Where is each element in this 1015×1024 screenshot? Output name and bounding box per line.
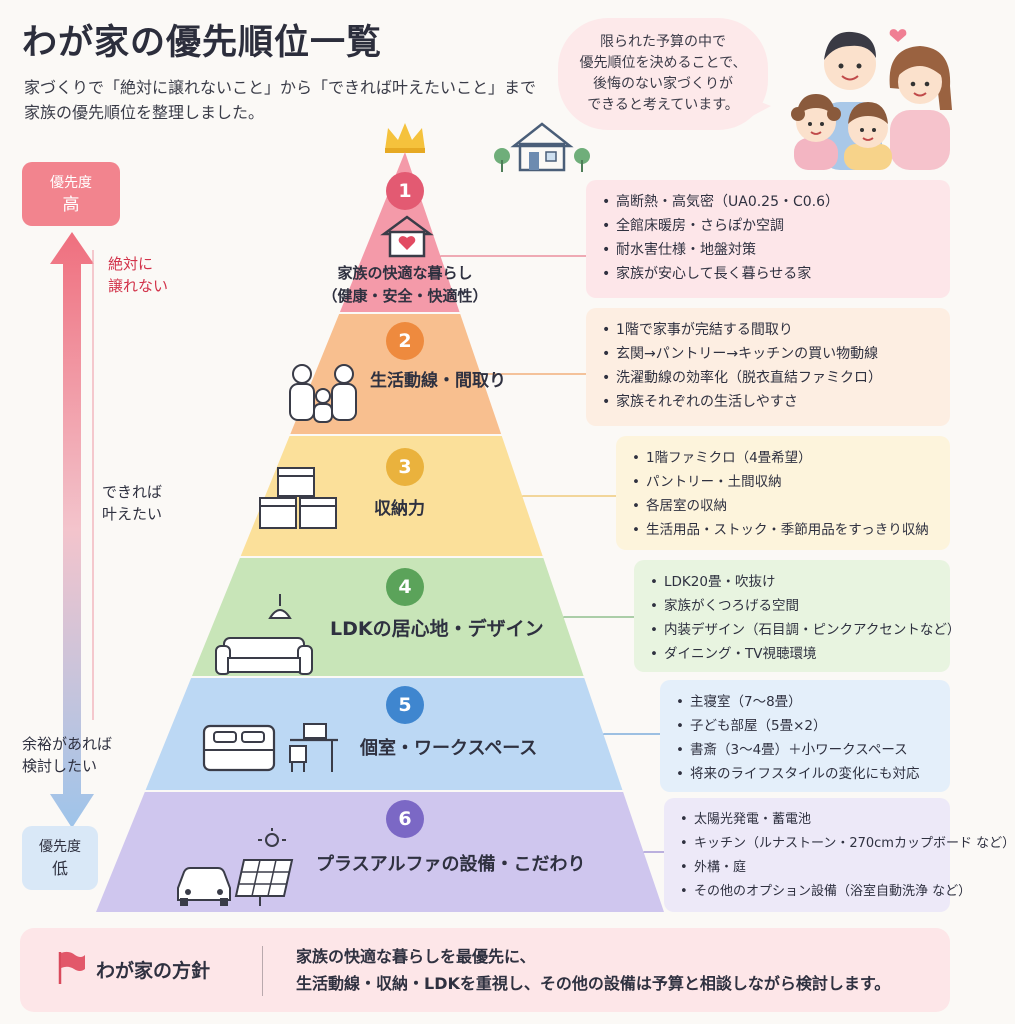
detail-item: 家族が安心して長く暮らせる家 xyxy=(600,262,936,286)
possible-label: できれば 叶えたい xyxy=(102,481,162,525)
detail-item: LDK20畳・吹抜け xyxy=(648,570,936,594)
possible-label-line: 叶えたい xyxy=(102,505,163,523)
optional-label: 余裕があれば 検討したい xyxy=(22,733,112,777)
possible-label-line: できれば xyxy=(102,483,163,501)
detail-item: 全館床暖房・さらぽか空調 xyxy=(600,214,936,238)
level-title-5: 個室・ワークスペース xyxy=(360,734,537,760)
level-title-1: 家族の快適な暮らし （健康・安全・快適性） xyxy=(315,262,495,308)
level-number-3: 3 xyxy=(386,448,424,486)
detail-item: 生活用品・ストック・季節用品をすっきり収納 xyxy=(630,518,936,542)
subtitle-line: 家族の優先順位を整理しました。 xyxy=(24,103,265,122)
bracket-line xyxy=(92,250,94,720)
level-title-line: 家族の快適な暮らし xyxy=(337,264,473,282)
detail-item: キッチン（ルナストーン・270cmカップボード など） xyxy=(678,832,1015,856)
policy-text: 家族の快適な暮らしを最優先に、 生活動線・収納・LDKを重視し、その他の設備は予… xyxy=(296,943,890,997)
level-detail-box-3: 1階ファミクロ（4畳希望）パントリー・土間収納各居室の収納生活用品・ストック・季… xyxy=(616,436,950,550)
absolute-label: 絶対に 譲れない xyxy=(108,253,168,297)
subtitle-line: 家づくりで「絶対に譲れないこと」から「できれば叶えたいこと」まで xyxy=(24,78,537,97)
detail-item: 1階で家事が完結する間取り xyxy=(600,318,936,342)
detail-item: 各居室の収納 xyxy=(630,494,936,518)
bubble-line: 後悔のない家づくりが xyxy=(593,76,733,92)
level-title-line: プラスアルファの設備・こだわり xyxy=(316,854,586,875)
level-title-line: LDKの居心地・デザイン xyxy=(330,618,544,640)
detail-item: ダイニング・TV視聴環境 xyxy=(648,642,936,666)
car-solar-icon xyxy=(172,828,302,912)
priority-pyramid xyxy=(96,152,664,912)
level-number-2: 2 xyxy=(386,322,424,360)
priority-high-badge: 優先度 高 xyxy=(22,162,120,226)
level-number-4: 4 xyxy=(386,568,424,606)
level-number-6: 6 xyxy=(386,800,424,838)
detail-item: 家族がくつろげる空間 xyxy=(648,594,936,618)
detail-item: 主寝室（7〜8畳） xyxy=(674,690,936,714)
priority-high-line1: 優先度 xyxy=(50,175,92,191)
detail-item: 高断熱・高気密（UA0.25・C0.6） xyxy=(600,190,936,214)
detail-item: 耐水害仕様・地盤対策 xyxy=(600,238,936,262)
house-trees-icon xyxy=(494,122,590,172)
flag-icon xyxy=(58,951,85,984)
page-subtitle: 家づくりで「絶対に譲れないこと」から「できれば叶えたいこと」まで 家族の優先順位… xyxy=(24,75,536,125)
optional-label-line: 検討したい xyxy=(22,757,98,775)
policy-box xyxy=(20,928,950,1012)
level-title-line: （健康・安全・快適性） xyxy=(322,287,488,305)
detail-item: 将来のライフスタイルの変化にも対応 xyxy=(674,762,936,786)
priority-low-badge: 優先度 低 xyxy=(22,826,98,890)
pyramid-band-6 xyxy=(96,792,664,912)
level-title-line: 個室・ワークスペース xyxy=(360,738,538,759)
level-number-1: 1 xyxy=(386,172,424,210)
level-title-line: 収納力 xyxy=(374,499,425,519)
bed-desk-icon xyxy=(200,716,340,780)
priority-gradient-arrow xyxy=(50,232,94,828)
level-number-5: 5 xyxy=(386,686,424,724)
page-title: わが家の優先順位一覧 xyxy=(22,23,383,63)
detail-item: 家族それぞれの生活しやすさ xyxy=(600,390,936,414)
level-detail-box-1: 高断熱・高気密（UA0.25・C0.6）全館床暖房・さらぽか空調耐水害仕様・地盤… xyxy=(586,180,950,298)
absolute-label-line: 譲れない xyxy=(108,277,169,295)
storage-boxes-icon xyxy=(256,466,340,536)
bubble-line: 優先順位を決めることで、 xyxy=(579,55,747,71)
level-detail-box-6: 太陽光発電・蓄電池キッチン（ルナストーン・270cmカップボード など）外構・庭… xyxy=(664,798,1015,912)
sofa-icon xyxy=(212,594,316,686)
priority-high-line2: 高 xyxy=(62,195,80,215)
level-title-6: プラスアルファの設備・こだわり xyxy=(316,850,585,876)
policy-line: 家族の快適な暮らしを最優先に、 xyxy=(296,947,536,966)
priority-low-line2: 低 xyxy=(51,859,68,878)
detail-item: 内装デザイン（石目調・ピンクアクセントなど） xyxy=(648,618,960,642)
priority-low-line1: 優先度 xyxy=(39,839,81,855)
detail-item: その他のオプション設備（浴室自動洗浄 など） xyxy=(678,880,971,904)
detail-item: 書斎（3〜4畳）＋小ワークスペース xyxy=(674,738,936,762)
level-title-4: LDKの居心地・デザイン xyxy=(330,614,544,641)
family-icon xyxy=(286,360,358,428)
policy-label: わが家の方針 xyxy=(96,960,211,982)
detail-item: 太陽光発電・蓄電池 xyxy=(678,808,936,832)
optional-label-line: 余裕があれば xyxy=(22,735,113,753)
detail-item: 洗濯動線の効率化（脱衣直結ファミクロ） xyxy=(600,366,936,390)
house-heart-icon xyxy=(380,214,434,262)
absolute-label-line: 絶対に xyxy=(108,255,154,273)
level-title-3: 収納力 xyxy=(374,494,425,519)
detail-item: パントリー・土間収納 xyxy=(630,470,936,494)
detail-item: 子ども部屋（5畳×2） xyxy=(674,714,936,738)
level-detail-box-2: 1階で家事が完結する間取り玄関→パントリー→キッチンの買い物動線洗濯動線の効率化… xyxy=(586,308,950,426)
level-detail-box-5: 主寝室（7〜8畳）子ども部屋（5畳×2）書斎（3〜4畳）＋小ワークスペース将来の… xyxy=(660,680,950,792)
level-detail-box-4: LDK20畳・吹抜け家族がくつろげる空間内装デザイン（石目調・ピンクアクセントな… xyxy=(634,560,960,672)
bubble-line: 限られた予算の中で xyxy=(600,34,726,50)
crown-icon xyxy=(385,123,425,153)
speech-bubble: 限られた予算の中で 優先順位を決めることで、 後悔のない家づくりが できると考え… xyxy=(558,18,768,130)
detail-item: 玄関→パントリー→キッチンの買い物動線 xyxy=(600,342,936,366)
level-title-2: 生活動線・間取り xyxy=(370,366,506,391)
detail-item: 1階ファミクロ（4畳希望） xyxy=(630,446,936,470)
level-title-line: 生活動線・間取り xyxy=(370,371,506,391)
bubble-line: できると考えています。 xyxy=(587,97,739,113)
policy-line: 生活動線・収納・LDKを重視し、その他の設備は予算と相談しながら検討します。 xyxy=(296,974,891,993)
family-illustration xyxy=(791,29,952,170)
detail-item: 外構・庭 xyxy=(678,856,936,880)
policy-divider xyxy=(262,946,263,996)
